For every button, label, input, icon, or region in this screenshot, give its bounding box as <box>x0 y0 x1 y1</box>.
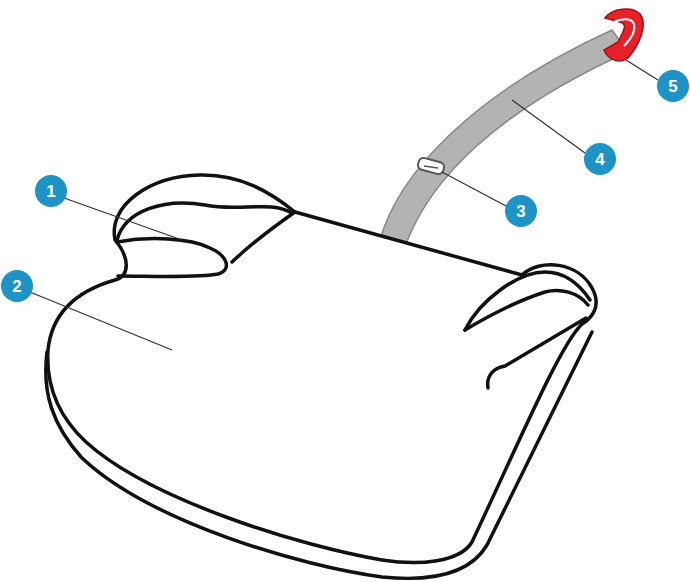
callout-circle: 3 <box>505 195 537 227</box>
belt-clip <box>417 157 445 175</box>
belt-strap <box>380 30 628 244</box>
callout-circle-fill <box>1 270 33 302</box>
callout-circle-fill <box>505 195 537 227</box>
callout-number: 3 <box>505 195 537 227</box>
callout-circle: 4 <box>584 143 616 175</box>
leader-line <box>64 198 182 240</box>
left-armrest-front <box>232 212 295 262</box>
callout-circle: 2 <box>1 270 33 302</box>
belt-hook <box>604 9 643 61</box>
seat-outline <box>48 175 596 563</box>
leader-line <box>30 292 172 350</box>
leader-line <box>442 172 506 206</box>
callout-circle-fill <box>584 143 616 175</box>
callout-number: 4 <box>584 143 616 175</box>
callout-number: 5 <box>657 70 689 102</box>
right-armrest <box>465 272 590 330</box>
callout-circle-fill <box>657 70 689 102</box>
callout-number: 1 <box>35 175 67 207</box>
callout-circle-fill <box>35 175 67 207</box>
callout-circle: 1 <box>35 175 67 207</box>
callout-number: 2 <box>1 270 33 302</box>
leader-line <box>512 100 585 153</box>
right-armrest-step <box>488 318 586 388</box>
left-armrest-notch <box>117 239 226 277</box>
right-armrest-edge <box>465 291 588 330</box>
callout-circle: 5 <box>657 70 689 102</box>
leader-line <box>626 60 658 80</box>
